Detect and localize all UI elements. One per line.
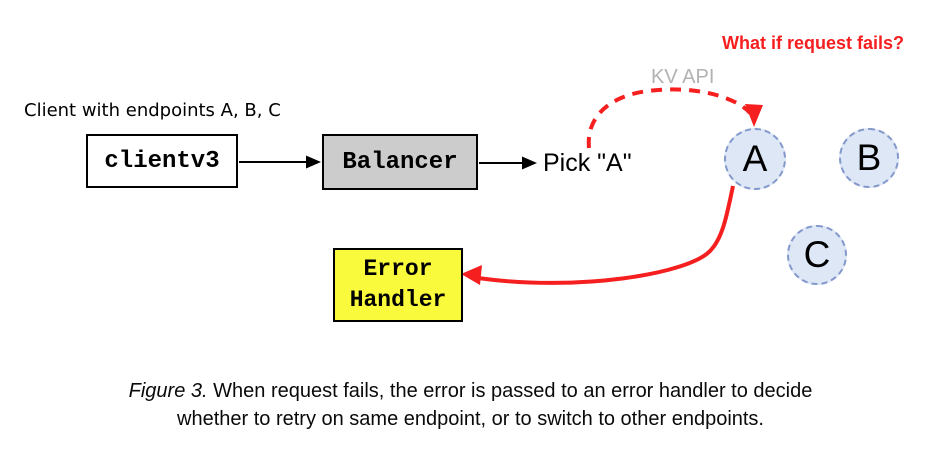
endpoint-b-label: B (856, 137, 882, 178)
clientv3-box: clientv3 (86, 134, 238, 188)
balancer-label: Balancer (342, 148, 458, 176)
endpoint-a-label: A (742, 138, 768, 179)
endpoint-node-b: B (839, 128, 899, 188)
arrowhead-icon (306, 155, 321, 169)
arrow-client-to-balancer (239, 155, 321, 169)
error-handler-label-line2: Handler (349, 287, 447, 313)
balancer-box: Balancer (322, 134, 478, 190)
error-handler-label-line1: Error (363, 256, 433, 282)
pick-endpoint-label: Pick "A" (543, 149, 632, 177)
caption-line-1: Figure 3. When request fails, the error … (0, 377, 941, 405)
kv-api-label: KV API (651, 66, 715, 88)
endpoint-node-c: C (787, 225, 847, 285)
figure-number-label: Figure 3. (128, 380, 208, 402)
client-endpoints-note: Client with endpoints A, B, C (24, 100, 281, 121)
arrow-balancer-to-pick (479, 156, 537, 170)
failure-question-label: What if request fails? (722, 33, 905, 53)
figure-caption: Figure 3. When request fails, the error … (0, 377, 941, 433)
arrowhead-icon (745, 104, 763, 127)
caption-line-1-text: When request fails, the error is passed … (213, 380, 813, 402)
error-handler-box: Error Handler (333, 248, 463, 322)
caption-line-2: whether to retry on same endpoint, or to… (177, 408, 764, 430)
failure-to-error-handler-arrow (461, 185, 735, 285)
arrowhead-icon (461, 265, 482, 285)
endpoint-node-a: A (724, 128, 786, 190)
arrowhead-icon (522, 156, 537, 170)
clientv3-label: clientv3 (104, 147, 220, 175)
endpoint-c-label: C (803, 234, 831, 275)
